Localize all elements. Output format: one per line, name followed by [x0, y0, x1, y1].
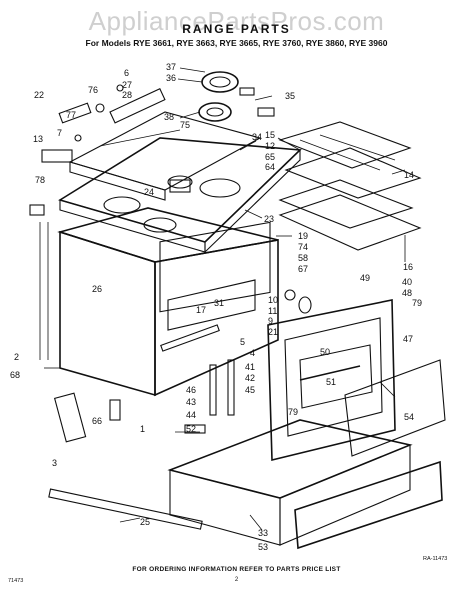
callout-28: 28: [122, 90, 132, 100]
callout-2: 2: [14, 352, 19, 362]
oven-racks: [278, 121, 422, 251]
ordering-footer: FOR ORDERING INFORMATION REFER TO PARTS …: [132, 566, 341, 573]
callout-17: 17: [196, 305, 206, 315]
figure-code-left: 71473: [8, 578, 24, 584]
callout-38: 38: [164, 112, 174, 122]
callout-42: 42: [245, 373, 255, 383]
callout-1: 1: [140, 424, 145, 434]
callout-45: 45: [245, 385, 255, 395]
callout-24: 24: [144, 187, 154, 197]
callout-43: 43: [186, 397, 196, 407]
callout-labels: 6 37 36 27 28 22 76 77 35 38 75 13 7 34 …: [10, 62, 422, 552]
callout-23: 23: [264, 214, 274, 224]
callout-68: 68: [10, 370, 20, 380]
cooktop: [58, 137, 302, 254]
storage-drawer: [167, 419, 443, 550]
misc-parts: [48, 289, 312, 530]
callout-36: 36: [166, 73, 176, 83]
callout-4: 4: [250, 348, 255, 358]
callout-53: 53: [258, 542, 268, 552]
callout-19: 19: [298, 231, 308, 241]
callout-11: 11: [268, 306, 277, 316]
callout-13: 13: [33, 134, 43, 144]
model-list: For Models RYE 3661, RYE 3663, RYE 3665,…: [85, 38, 388, 48]
callout-76: 76: [88, 85, 98, 95]
watermark: AppliancePartsPros.com: [88, 6, 385, 36]
callout-16: 16: [403, 262, 413, 272]
callout-44: 44: [186, 410, 196, 420]
callout-48: 48: [402, 288, 412, 298]
oven-door: [267, 299, 446, 462]
callout-54: 54: [404, 412, 414, 422]
callout-51: 51: [326, 377, 336, 387]
callout-74: 74: [298, 242, 308, 252]
rear-console: [68, 111, 262, 201]
callout-3: 3: [52, 458, 57, 468]
callout-26: 26: [92, 284, 102, 294]
callout-5: 5: [240, 337, 245, 347]
diagram-title: RANGE PARTS: [182, 22, 291, 36]
callout-25: 25: [140, 517, 150, 527]
callout-9: 9: [268, 316, 273, 326]
callout-6: 6: [124, 68, 129, 78]
callout-50: 50: [320, 347, 330, 357]
leader-lines: [119, 67, 406, 531]
callout-75: 75: [180, 120, 190, 130]
page-number: 2: [234, 577, 239, 583]
switch-block: [29, 84, 166, 216]
callout-15: 15: [265, 130, 275, 140]
callout-33: 33: [258, 528, 268, 538]
callout-21: 21: [268, 327, 278, 337]
callout-46: 46: [186, 385, 196, 395]
callout-14: 14: [404, 170, 414, 180]
callout-47: 47: [403, 334, 413, 344]
callout-40: 40: [402, 277, 412, 287]
callout-78: 78: [35, 175, 45, 185]
cabinet-body: [39, 207, 279, 397]
callout-58: 58: [298, 253, 308, 263]
callout-37: 37: [166, 62, 176, 72]
callout-66: 66: [92, 416, 102, 426]
callout-49: 49: [360, 273, 370, 283]
callout-79-bottom: 79: [288, 407, 298, 417]
callout-64: 64: [265, 162, 275, 172]
callout-12: 12: [265, 141, 275, 151]
callout-41: 41: [245, 362, 255, 372]
figure-code-right: RA-11473: [423, 556, 448, 562]
callout-10: 10: [268, 295, 278, 305]
callout-79-top: 79: [412, 298, 422, 308]
callout-7: 7: [57, 128, 62, 138]
callout-77: 77: [66, 110, 76, 120]
surface-units: [198, 71, 275, 122]
callout-67: 67: [298, 264, 308, 274]
callout-52: 52: [186, 424, 196, 434]
callout-27: 27: [122, 80, 132, 90]
callout-65: 65: [265, 152, 275, 162]
callout-31: 31: [214, 298, 224, 308]
callout-34: 34: [252, 132, 262, 142]
callout-22: 22: [34, 90, 44, 100]
callout-35: 35: [285, 91, 295, 101]
